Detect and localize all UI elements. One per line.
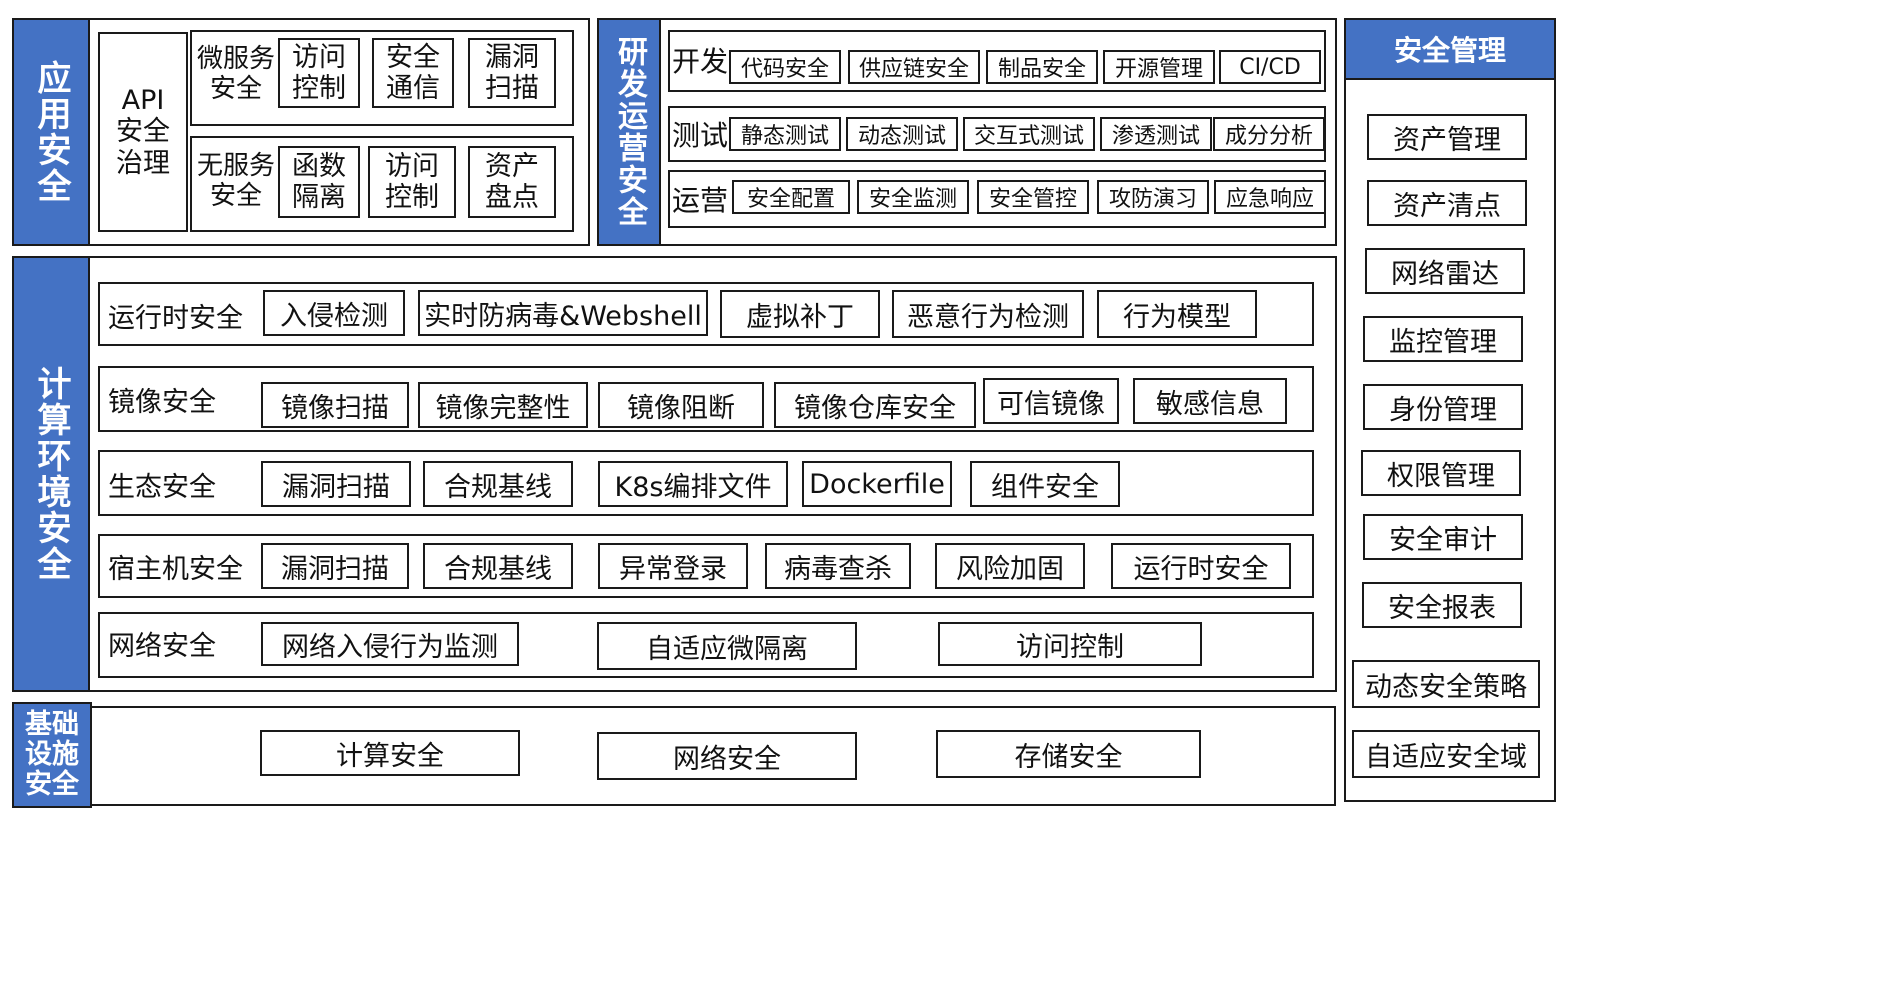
serverless-item-function-isolation: 函数 隔离 [278, 146, 360, 218]
app-security-title: 应用安全 [12, 18, 90, 246]
devops-row-ops-label: 运营 [672, 184, 729, 217]
ecosystem-compliance-baseline: 合规基线 [423, 461, 573, 507]
management-security-report: 安全报表 [1362, 582, 1522, 628]
infra-compute-security: 计算安全 [260, 730, 520, 776]
runtime-behavior-model: 行为模型 [1097, 290, 1257, 338]
management-monitor-mgmt: 监控管理 [1363, 316, 1523, 362]
image-scan: 镜像扫描 [261, 382, 409, 428]
devops-test-dynamic: 动态测试 [846, 117, 958, 151]
microservice-security-label: 微服务 安全 [196, 44, 275, 104]
serverless-security-label: 无服务 安全 [196, 151, 275, 211]
network-adaptive-microsegmentation: 自适应微隔离 [597, 622, 857, 670]
management-title: 安全管理 [1344, 18, 1556, 80]
devops-test-composition: 成分分析 [1213, 117, 1325, 151]
compute-row-network-label: 网络安全 [108, 630, 216, 662]
devops-ops-drill: 攻防演习 [1097, 180, 1209, 214]
api-security-governance: API 安全 治理 [98, 32, 188, 232]
ecosystem-vuln-scan: 漏洞扫描 [261, 461, 411, 507]
microservice-item-vuln-scan: 漏洞 扫描 [468, 38, 556, 108]
image-trusted: 可信镜像 [983, 378, 1119, 424]
runtime-malicious-behavior: 恶意行为检测 [892, 290, 1084, 338]
management-adaptive-domain: 自适应安全域 [1352, 730, 1540, 778]
devops-dev-supply-chain: 供应链安全 [848, 50, 980, 84]
microservice-item-access-control: 访问 控制 [278, 38, 360, 108]
devops-row-dev-label: 开发 [672, 45, 729, 78]
devops-ops-incident-response: 应急响应 [1214, 180, 1326, 214]
devops-dev-opensource-mgmt: 开源管理 [1103, 50, 1215, 84]
host-abnormal-login: 异常登录 [598, 543, 748, 589]
management-security-audit: 安全审计 [1363, 514, 1523, 560]
compute-security-title-text: 计算环境安全 [31, 366, 71, 582]
devops-test-interactive: 交互式测试 [963, 117, 1095, 151]
compute-row-ecosystem-label: 生态安全 [108, 471, 216, 503]
host-risk-hardening: 风险加固 [935, 543, 1085, 589]
host-virus-kill: 病毒查杀 [765, 543, 911, 589]
image-blocking: 镜像阻断 [598, 382, 764, 428]
runtime-intrusion-detection: 入侵检测 [263, 290, 405, 336]
devops-ops-control: 安全管控 [977, 180, 1089, 214]
host-vuln-scan: 漏洞扫描 [261, 543, 409, 589]
runtime-virtual-patch: 虚拟补丁 [720, 290, 880, 338]
management-network-radar: 网络雷达 [1365, 248, 1525, 294]
devops-test-penetration: 渗透测试 [1100, 117, 1212, 151]
host-runtime-security: 运行时安全 [1111, 543, 1291, 589]
app-security-title-text: 应用安全 [31, 60, 71, 204]
compute-row-runtime-label: 运行时安全 [108, 302, 243, 334]
management-asset-mgmt: 资产管理 [1367, 114, 1527, 160]
ecosystem-component-security: 组件安全 [970, 461, 1120, 507]
host-compliance-baseline: 合规基线 [423, 543, 573, 589]
devops-dev-code-security: 代码安全 [729, 50, 841, 84]
devops-test-static: 静态测试 [729, 117, 841, 151]
management-permission-mgmt: 权限管理 [1361, 450, 1521, 496]
infra-storage-security: 存储安全 [936, 730, 1201, 778]
ecosystem-k8s-manifest: K8s编排文件 [598, 461, 788, 507]
runtime-antivirus-webshell: 实时防病毒&Webshell [418, 290, 708, 336]
ecosystem-dockerfile: Dockerfile [802, 461, 952, 507]
compute-row-image-label: 镜像安全 [108, 386, 216, 418]
devops-row-test-label: 测试 [672, 119, 729, 152]
microservice-item-secure-comm: 安全 通信 [372, 38, 454, 108]
devops-dev-artifact-security: 制品安全 [986, 50, 1098, 84]
infra-network-security: 网络安全 [597, 732, 857, 780]
compute-security-title: 计算环境安全 [12, 256, 90, 692]
infra-security-title: 基础 设施 安全 [12, 702, 92, 808]
image-registry-security: 镜像仓库安全 [774, 382, 976, 428]
network-access-control: 访问控制 [938, 622, 1202, 666]
image-integrity: 镜像完整性 [418, 382, 588, 428]
serverless-item-asset-inventory: 资产 盘点 [468, 146, 556, 218]
compute-row-host-label: 宿主机安全 [108, 553, 243, 585]
management-asset-inventory: 资产清点 [1367, 180, 1527, 226]
image-sensitive-info: 敏感信息 [1133, 378, 1287, 424]
network-intrusion-monitoring: 网络入侵行为监测 [261, 622, 519, 666]
management-identity-mgmt: 身份管理 [1363, 384, 1523, 430]
devops-dev-cicd: CI/CD [1219, 50, 1321, 84]
devops-ops-config: 安全配置 [732, 180, 850, 214]
devops-security-title-text: 研发运营安全 [612, 36, 647, 228]
devops-security-title: 研发运营安全 [597, 18, 661, 246]
serverless-item-access-control: 访问 控制 [368, 146, 456, 218]
devops-ops-monitor: 安全监测 [857, 180, 969, 214]
management-dynamic-policy: 动态安全策略 [1352, 660, 1540, 708]
